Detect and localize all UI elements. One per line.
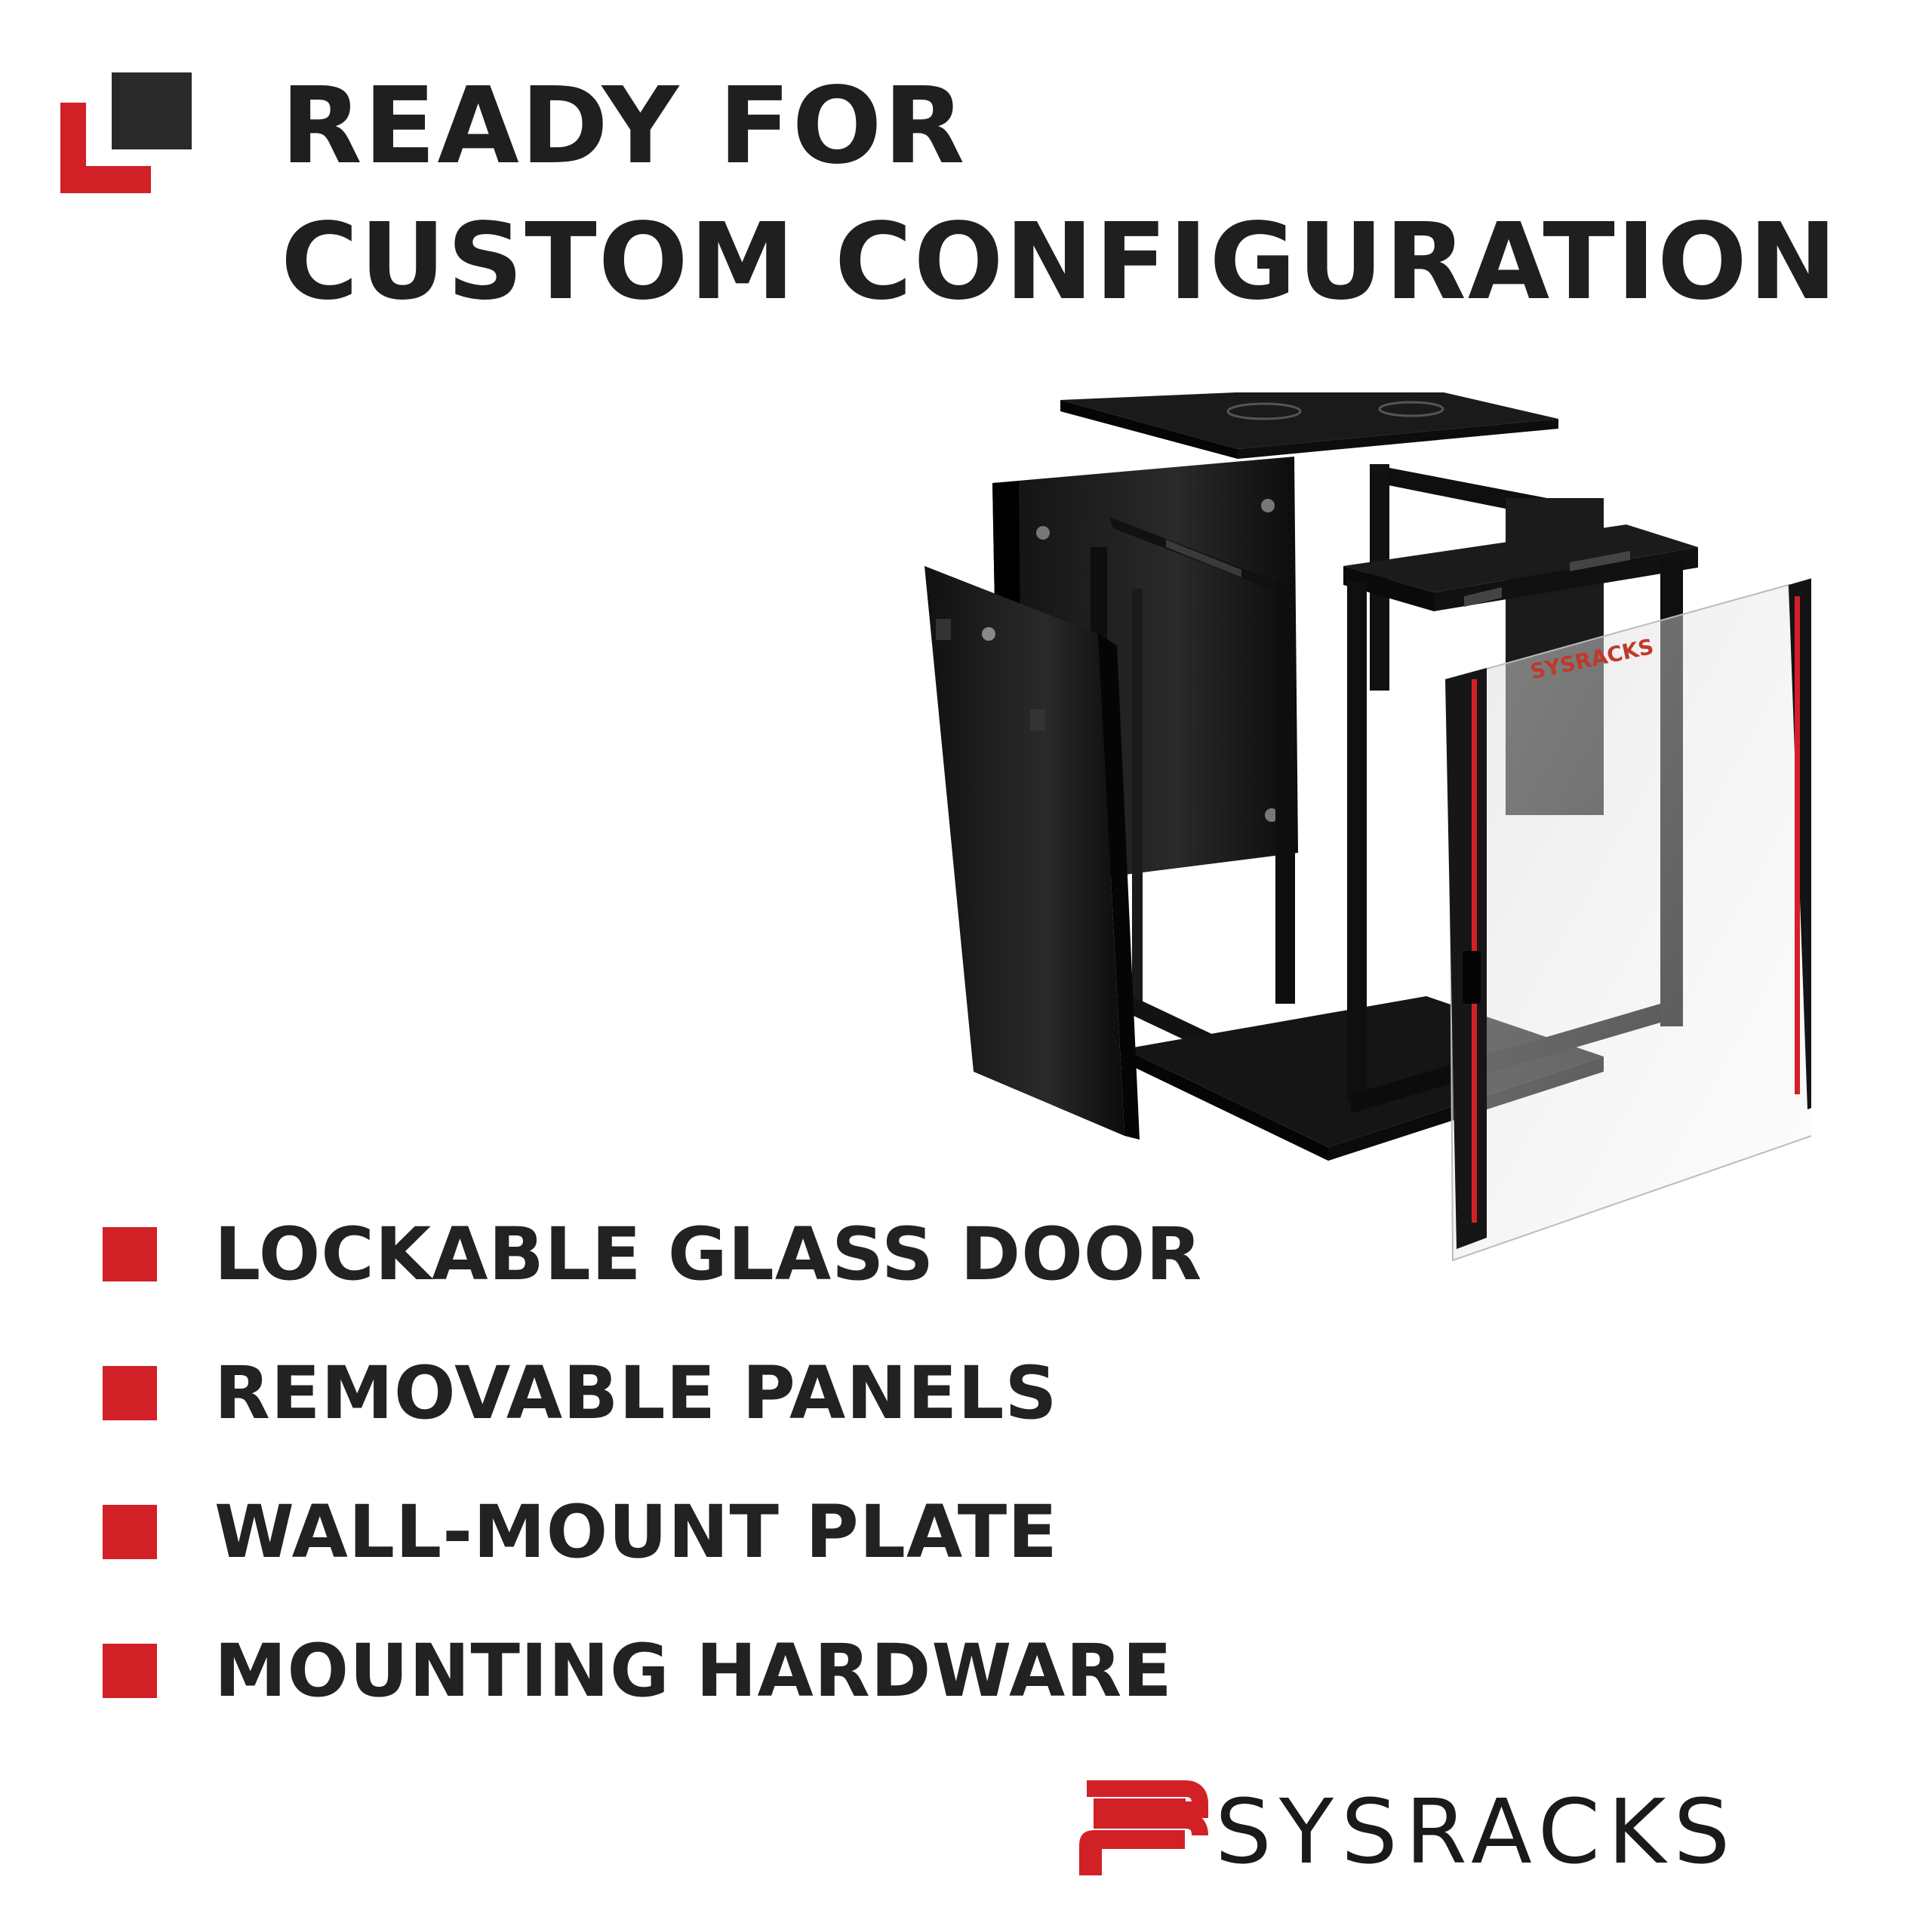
sysracks-logo: SYSRACKS bbox=[1079, 1780, 1737, 1879]
glass-front-door: SYSRACKS bbox=[1445, 578, 1811, 1262]
feature-label: REMOVABLE PANELS bbox=[214, 1351, 1058, 1435]
feature-label: LOCKABLE GLASS DOOR bbox=[214, 1212, 1203, 1297]
feature-bullet-icon bbox=[103, 1366, 157, 1420]
corner-mark-red-l bbox=[60, 103, 151, 193]
page-title: READY FOR CUSTOM CONFIGURATION bbox=[281, 59, 1838, 331]
top-panel bbox=[1060, 392, 1558, 459]
feature-item: WALL-MOUNT PLATE bbox=[103, 1463, 1202, 1601]
title-line-2: CUSTOM CONFIGURATION bbox=[281, 201, 1839, 324]
feature-bullet-icon bbox=[103, 1227, 157, 1281]
corner-brand-mark bbox=[60, 72, 192, 193]
feature-item: MOUNTING HARDWARE bbox=[103, 1601, 1202, 1740]
feature-label: WALL-MOUNT PLATE bbox=[214, 1490, 1058, 1574]
title-line-1: READY FOR bbox=[281, 65, 967, 188]
feature-list: LOCKABLE GLASS DOOR REMOVABLE PANELS WAL… bbox=[103, 1185, 1202, 1740]
left-side-panel bbox=[924, 566, 1140, 1140]
corner-mark-dark-square bbox=[112, 72, 192, 149]
feature-item: REMOVABLE PANELS bbox=[103, 1324, 1202, 1463]
exploded-rack-cabinet-illustration: SYSRACKS bbox=[924, 392, 1811, 1262]
feature-bullet-icon bbox=[103, 1644, 157, 1698]
feature-bullet-icon bbox=[103, 1505, 157, 1559]
brand-name: SYSRACKS bbox=[1215, 1780, 1737, 1879]
sysracks-s-mark-icon bbox=[1079, 1780, 1208, 1875]
feature-item: LOCKABLE GLASS DOOR bbox=[103, 1185, 1202, 1324]
feature-label: MOUNTING HARDWARE bbox=[214, 1629, 1173, 1713]
